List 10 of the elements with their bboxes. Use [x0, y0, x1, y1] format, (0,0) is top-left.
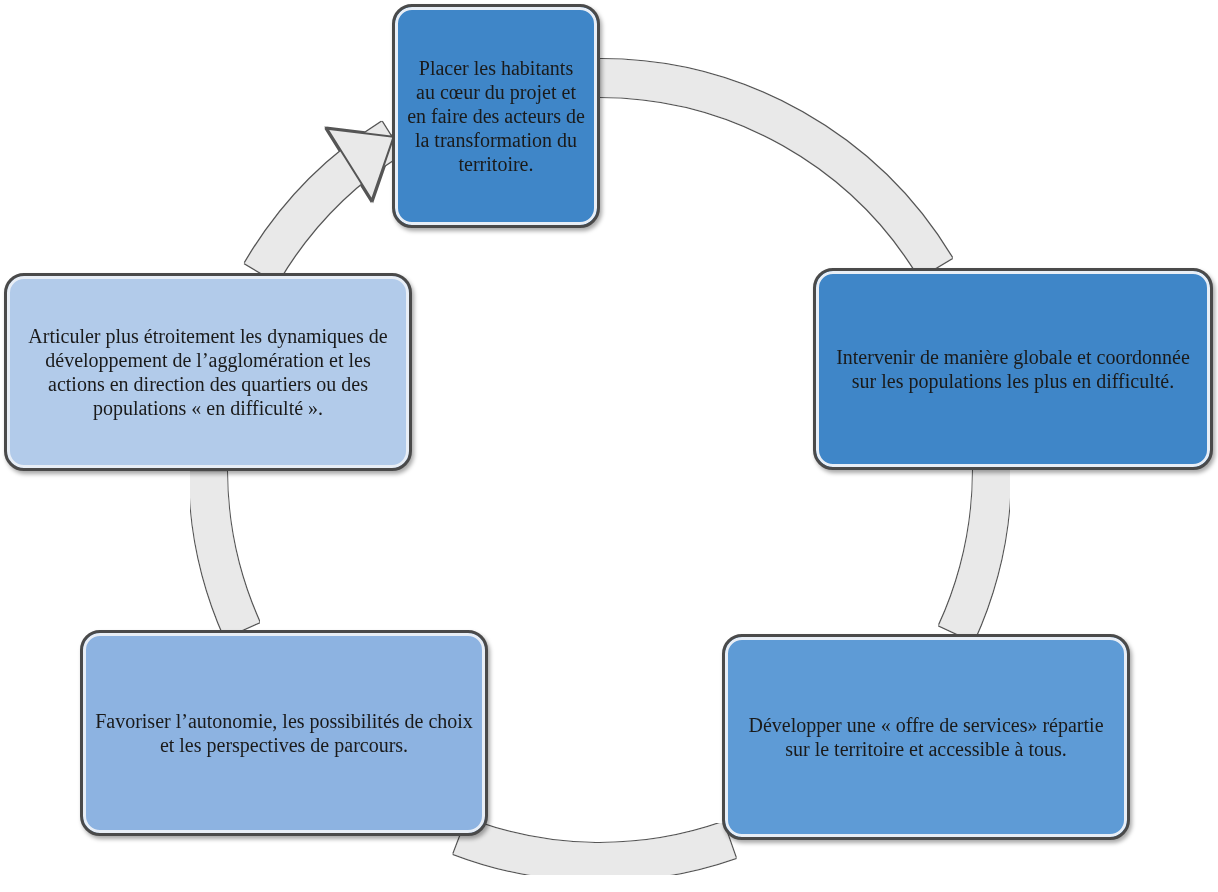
- box-text: Articuler plus étroitement les dynamiques de développement de l’agglomération et les actions en direction des quartiers ou des populations « en difficulté ».: [27, 324, 389, 420]
- process-box: [722, 634, 1130, 840]
- box-text: Placer les habitants au cœur du projet et en faire des acteurs de la transformation du territoire.: [407, 56, 585, 176]
- process-box: [813, 268, 1213, 470]
- process-box: [392, 4, 600, 228]
- process-box: [80, 630, 488, 836]
- box-text: Favoriser l’autonomie, les possibilités de choix et les perspectives de parcours.: [95, 709, 473, 757]
- box-text: Développer une « offre de services» répartie sur le territoire et accessible à tous.: [747, 713, 1105, 761]
- box-text: Intervenir de manière globale et coordonnée sur les populations les plus en difficulté.: [835, 345, 1191, 393]
- process-box: [4, 273, 412, 471]
